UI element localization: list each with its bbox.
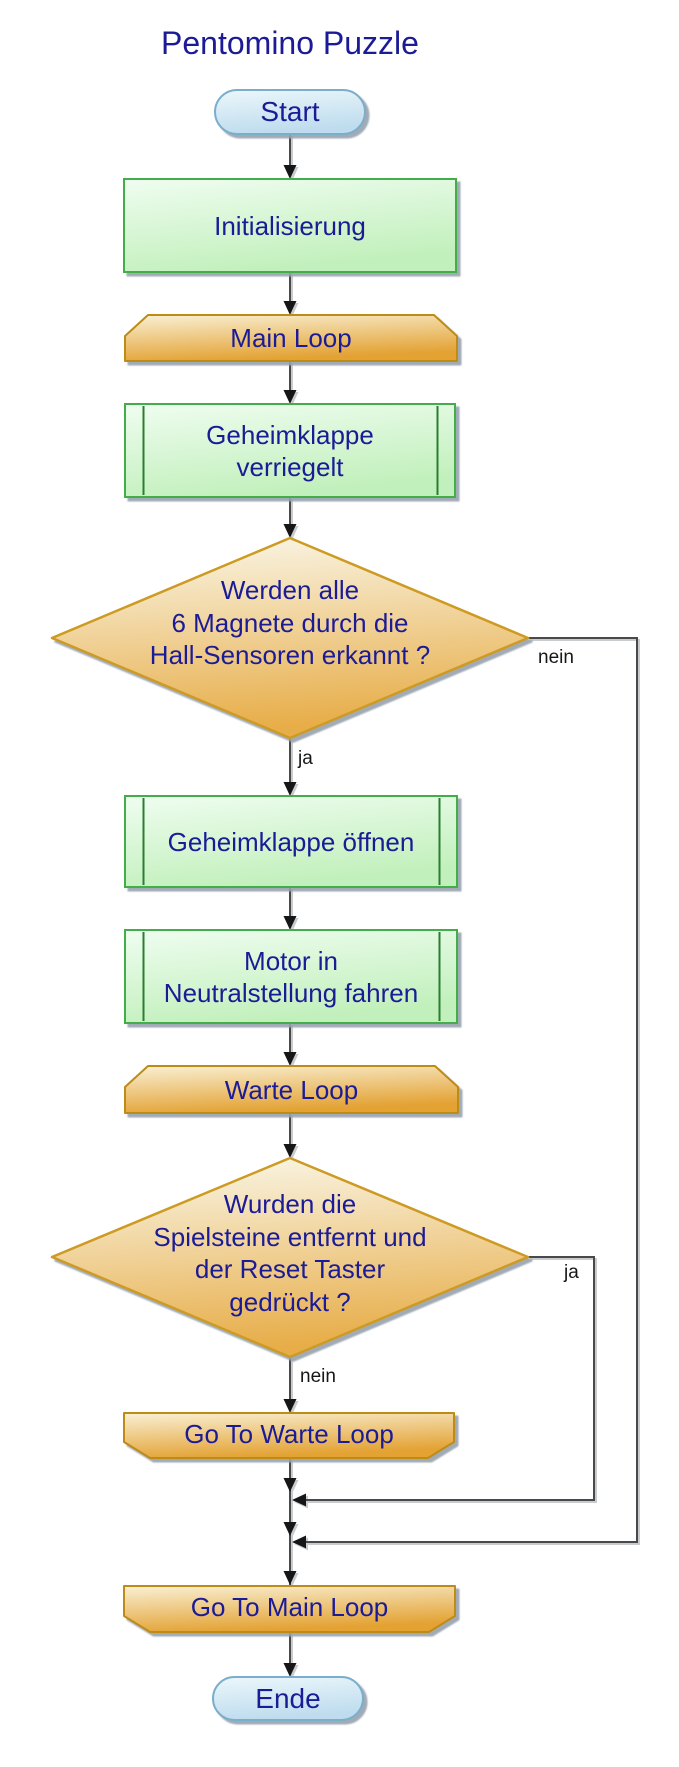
arrowhead-down — [283, 301, 297, 315]
node-motor-shape[interactable] — [124, 929, 458, 1024]
edge-gotomain-ende — [283, 1632, 297, 1677]
node-main-loop-shape[interactable] — [124, 314, 458, 362]
node-warte-loop-shape[interactable] — [124, 1065, 459, 1114]
edge-init-mainloop — [283, 272, 297, 315]
arrowhead-down — [283, 1399, 297, 1413]
arrowhead-down — [283, 524, 297, 538]
node-geheimklappe-verriegelt-shape[interactable] — [124, 403, 456, 498]
edge-start-init — [283, 134, 297, 179]
node-decision-magnets-shape[interactable] — [50, 536, 530, 740]
edge-lock-decision1 — [283, 497, 297, 538]
node-goto-warte-loop-shape[interactable] — [123, 1412, 455, 1459]
node-decision-reset-shape[interactable] — [50, 1156, 530, 1359]
arrowhead-down — [283, 1571, 297, 1585]
edge-decision2-nein-gotowarte — [283, 1357, 297, 1413]
arrowhead-down — [283, 165, 297, 179]
node-start-shape[interactable] — [214, 89, 366, 135]
arrowhead-down — [283, 1663, 297, 1677]
node-goto-main-loop-shape[interactable] — [123, 1585, 456, 1633]
arrowhead-left — [292, 1493, 306, 1507]
edge-decision2-ja-return — [292, 1256, 595, 1507]
edge-warteloop-decision2 — [283, 1113, 297, 1158]
arrowhead-down — [283, 1522, 297, 1536]
edge-open-motor — [283, 887, 297, 930]
arrowhead-down — [283, 390, 297, 404]
arrowhead-down — [283, 1052, 297, 1066]
edge-decision1-nein-return — [292, 637, 638, 1549]
node-ende-shape[interactable] — [212, 1676, 364, 1721]
edge-gotowarte-gotomain — [283, 1458, 297, 1586]
edge-decision1-ja-open — [283, 738, 297, 796]
arrowhead-left — [292, 1535, 306, 1549]
edge-motor-warteloop — [283, 1023, 297, 1066]
arrowhead-down — [283, 1478, 297, 1492]
edge-mainloop-lock — [283, 361, 297, 404]
node-initialisierung-shape[interactable] — [123, 178, 457, 273]
arrowhead-down — [283, 1144, 297, 1158]
node-geheimklappe-oeffnen-shape[interactable] — [124, 795, 458, 888]
arrowhead-down — [283, 782, 297, 796]
arrowhead-down — [283, 916, 297, 930]
